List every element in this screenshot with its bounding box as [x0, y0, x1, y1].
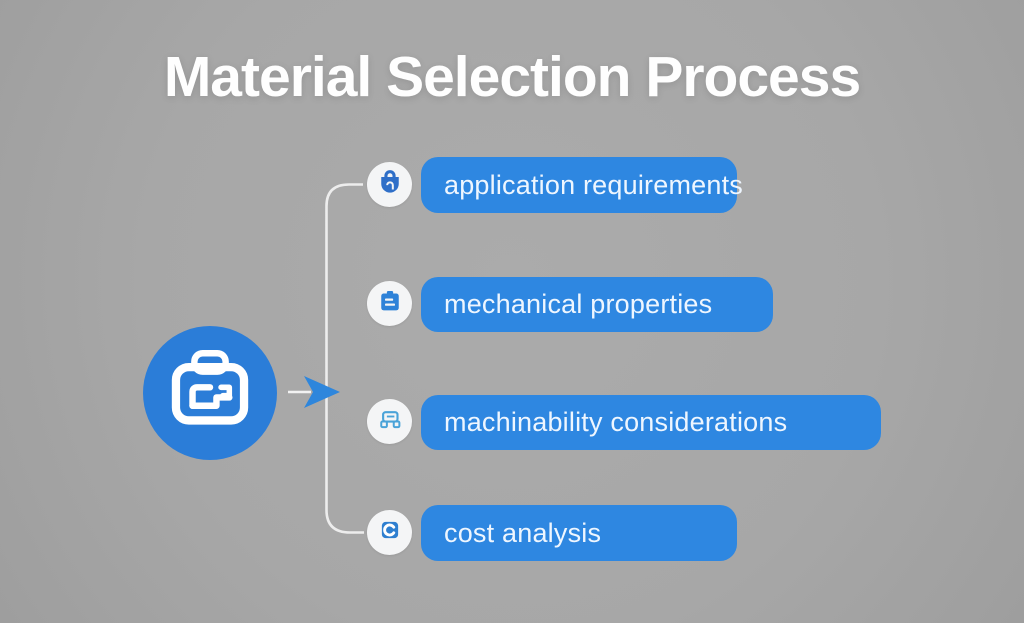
- step-pill: cost analysis: [421, 505, 737, 561]
- step-icon-circle: [367, 281, 412, 326]
- shield-icon: [375, 167, 405, 202]
- step-pill: machinability considerations: [421, 395, 881, 450]
- step-pill: mechanical properties: [421, 277, 773, 332]
- hub-circle: [143, 326, 277, 460]
- cost-c-icon: [375, 515, 405, 550]
- bracket-line: [325, 183, 364, 534]
- step-icon-circle: [367, 399, 412, 444]
- step-label: application requirements: [444, 169, 743, 200]
- step-pill: application requirements: [421, 157, 743, 213]
- step-icon-circle: [367, 162, 412, 207]
- arrow-right-icon: [304, 376, 340, 408]
- step-icon-circle: [367, 510, 412, 555]
- step-label: cost analysis: [444, 517, 602, 548]
- step-label: mechanical properties: [444, 289, 713, 319]
- page-title: Material Selection Process: [163, 45, 861, 109]
- step-label: machinability considerations: [444, 407, 788, 437]
- clipboard-icon: [375, 286, 405, 321]
- machine-icon: [375, 404, 405, 439]
- briefcase-icon: [164, 345, 256, 442]
